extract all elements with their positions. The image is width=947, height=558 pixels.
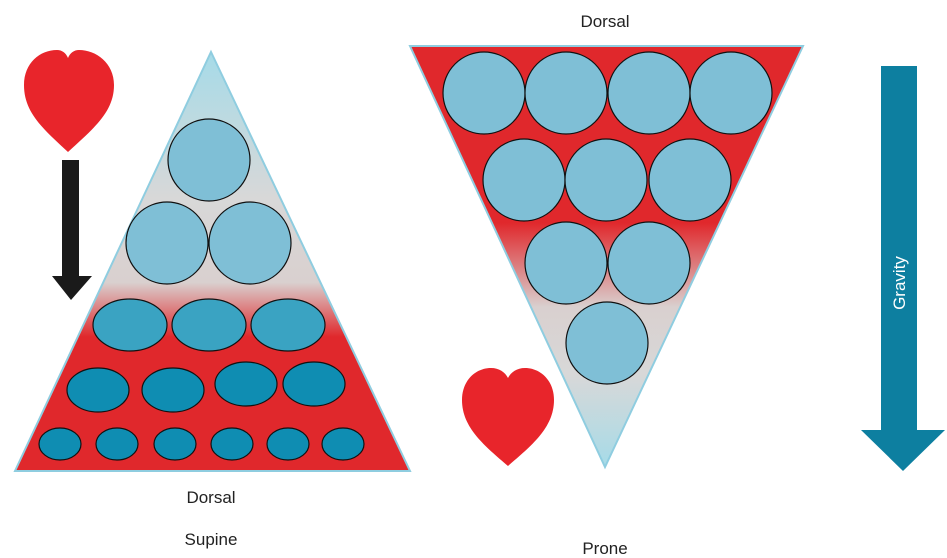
gravity-label: Gravity bbox=[890, 256, 909, 310]
alveolus bbox=[524, 51, 608, 135]
down-arrow-icon bbox=[52, 160, 92, 300]
alveolus bbox=[607, 221, 691, 305]
alveolus bbox=[524, 221, 608, 305]
alveolus bbox=[321, 427, 365, 461]
down-arrow-icon bbox=[881, 66, 917, 432]
heart-icon bbox=[24, 50, 114, 152]
alveolus bbox=[689, 51, 773, 135]
supine-caption: Supine bbox=[185, 530, 238, 549]
supine-alveoli bbox=[38, 118, 365, 461]
alveolus bbox=[167, 118, 251, 202]
prone-panel: Dorsal Prone bbox=[408, 12, 805, 558]
alveolus bbox=[125, 201, 209, 285]
alveolus bbox=[214, 361, 278, 407]
alveolus bbox=[208, 201, 292, 285]
gravity-arrow: Gravity bbox=[861, 66, 945, 471]
alveolus bbox=[607, 51, 691, 135]
alveolus bbox=[564, 138, 648, 222]
heart-icon bbox=[462, 368, 554, 466]
alveolus bbox=[250, 298, 326, 352]
supine-dorsal-label: Dorsal bbox=[186, 488, 235, 507]
alveolus bbox=[171, 298, 247, 352]
alveolus bbox=[95, 427, 139, 461]
prone-dorsal-label: Dorsal bbox=[580, 12, 629, 31]
alveolus bbox=[210, 427, 254, 461]
alveolus bbox=[141, 367, 205, 413]
alveolus bbox=[92, 298, 168, 352]
alveolus bbox=[66, 367, 130, 413]
prone-alveoli bbox=[442, 51, 773, 385]
alveolus bbox=[565, 301, 649, 385]
prone-caption: Prone bbox=[582, 539, 627, 558]
alveolus bbox=[648, 138, 732, 222]
alveolus bbox=[153, 427, 197, 461]
alveolus bbox=[442, 51, 526, 135]
gravity-arrowhead bbox=[861, 430, 945, 471]
alveolus bbox=[282, 361, 346, 407]
alveolus bbox=[482, 138, 566, 222]
alveolus bbox=[266, 427, 310, 461]
supine-panel: Dorsal Supine bbox=[13, 49, 412, 549]
alveolus bbox=[38, 427, 82, 461]
